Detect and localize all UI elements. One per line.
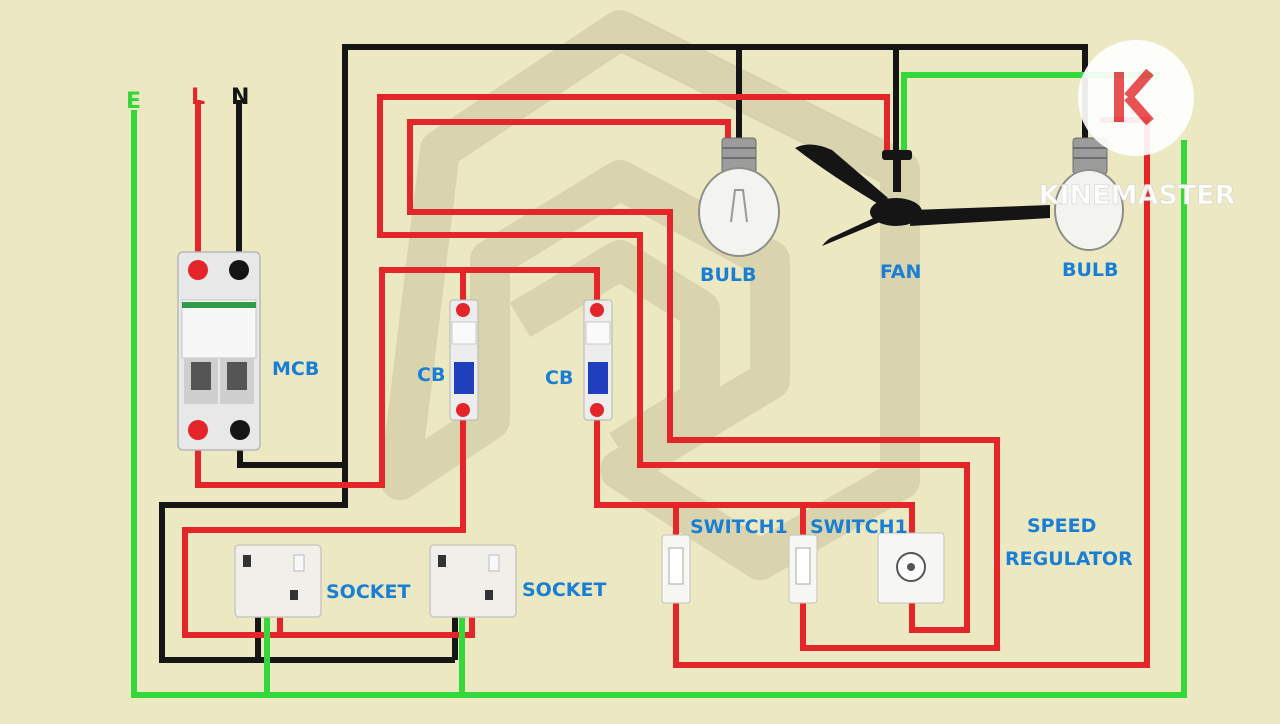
speed-regulator-device <box>877 532 945 604</box>
mcb-neutral-out-terminal <box>230 420 250 440</box>
bulb1-label: BULB <box>700 264 757 286</box>
switch2-label: SWITCH1 <box>810 516 908 538</box>
socket1-device <box>234 544 322 618</box>
fan-label: FAN <box>880 261 921 283</box>
switch2-device <box>788 534 818 604</box>
regulator-label: REGULATOR <box>1005 548 1133 570</box>
socket2-label: SOCKET <box>522 579 606 601</box>
socket2-device <box>429 544 517 618</box>
switch1-device <box>661 534 691 604</box>
cb2-device <box>583 299 613 421</box>
earth-label: E <box>126 89 141 114</box>
ceiling-fan-icon <box>795 144 1050 246</box>
kinemaster-watermark: KINEMASTER <box>1038 40 1236 211</box>
component-labels: MCB CB CB BULB FAN BULB SWITCH1 SWITCH1 … <box>272 259 1133 603</box>
cb1-label: CB <box>417 364 445 386</box>
mcb-neutral-terminal <box>229 260 249 280</box>
background-logo <box>380 10 920 580</box>
switch1-label: SWITCH1 <box>690 516 788 538</box>
cb1-device <box>449 299 479 421</box>
speed-label: SPEED <box>1027 515 1096 537</box>
mcb-device <box>177 251 261 451</box>
bulb1-icon <box>698 137 780 257</box>
cb2-label: CB <box>545 367 573 389</box>
mcb-live-out-terminal <box>188 420 208 440</box>
neutral-label: N <box>231 85 249 110</box>
kinemaster-text: KINEMASTER <box>1039 180 1236 211</box>
bulb2-label: BULB <box>1062 259 1119 281</box>
supply-labels: E L N <box>126 85 249 114</box>
socket1-label: SOCKET <box>326 581 410 603</box>
bulb2-icon <box>1054 137 1124 251</box>
mcb-label: MCB <box>272 358 319 380</box>
live-label: L <box>191 85 205 110</box>
mcb-live-terminal <box>188 260 208 280</box>
